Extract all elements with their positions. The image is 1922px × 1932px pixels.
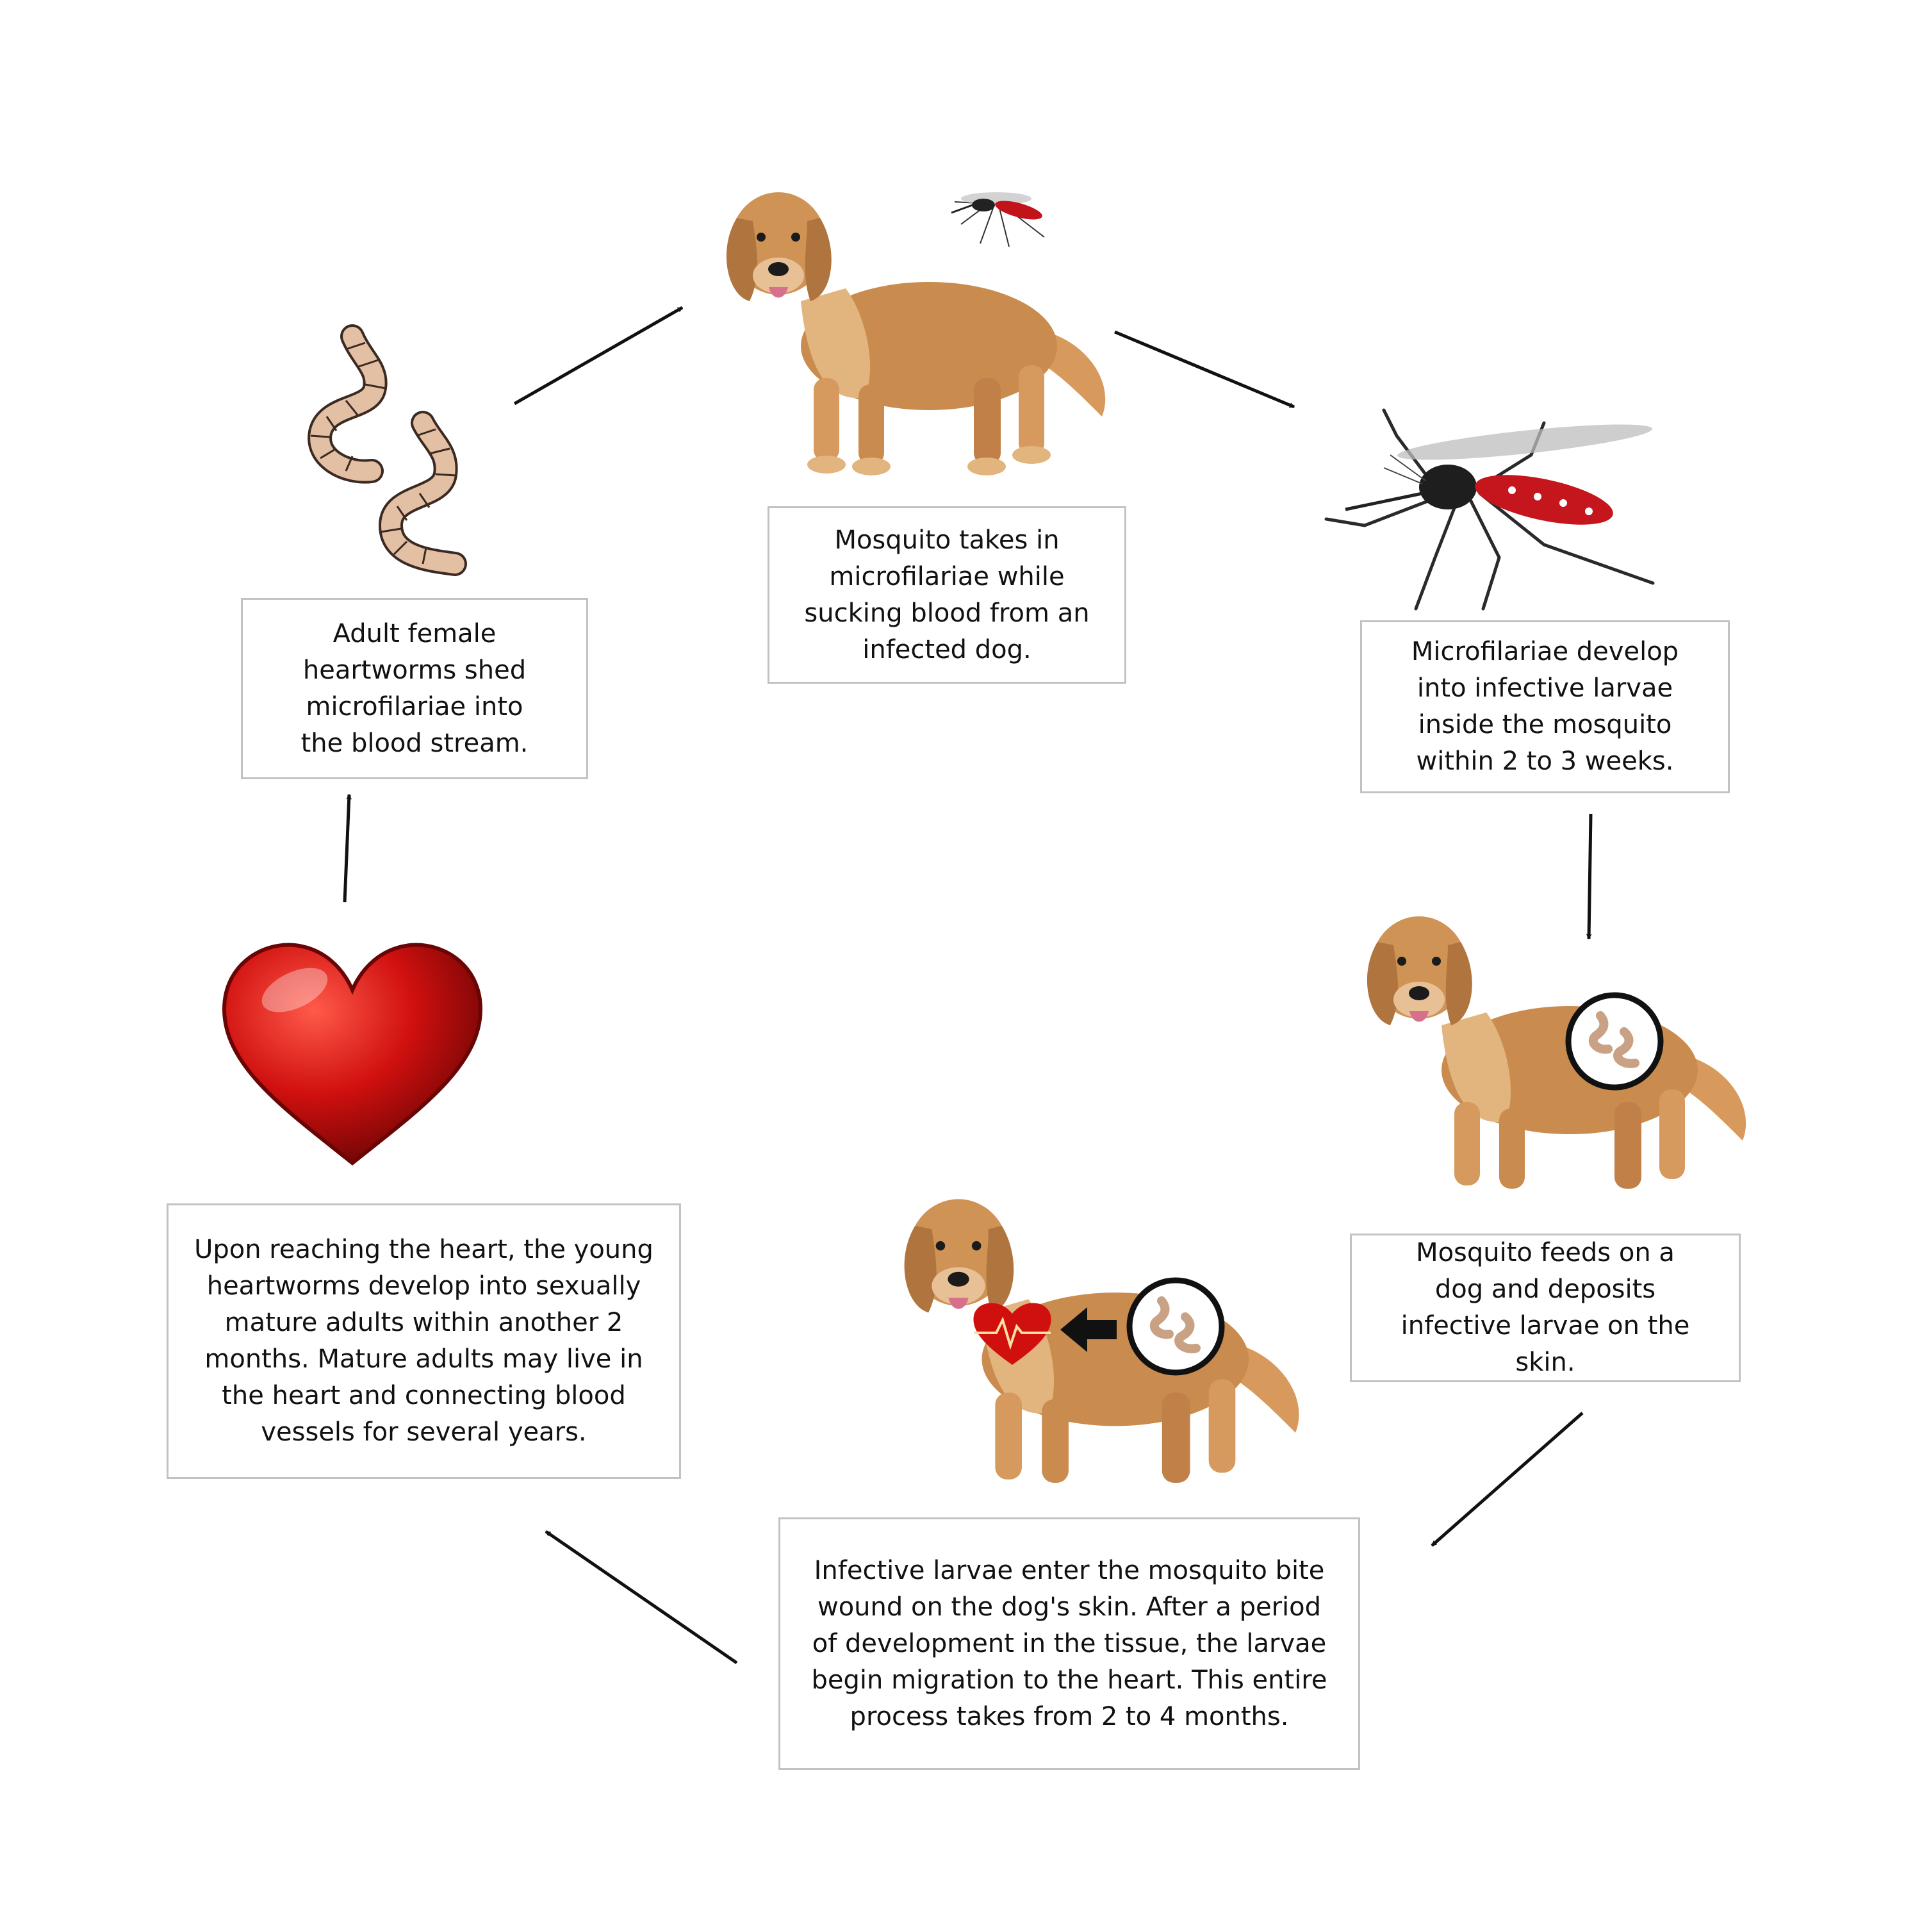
step-mosquito-develop-text: Microfilariae develop into infective lar… [1411, 637, 1679, 776]
arrow-worms-to-dog [513, 306, 684, 406]
larvae-circle-icon [1565, 992, 1664, 1091]
dog-icon [726, 192, 1106, 475]
mosquito-icon [1324, 408, 1655, 611]
mosquito-icon [951, 192, 1045, 247]
left-arrow-icon [1060, 1307, 1117, 1352]
arrow-heart-to-worms [343, 795, 349, 903]
dog-icon [1367, 916, 1746, 1189]
larvae-circle-icon [1126, 1277, 1225, 1376]
step-deposit-text: Mosquito feeds on a dog and deposits inf… [1400, 1238, 1690, 1377]
arrow-mosquito-to-dog [1589, 813, 1593, 939]
step-dog-bite-box: Mosquito takes in microfilariae while su… [768, 506, 1126, 684]
worm-icon [308, 324, 467, 576]
arrow-migration-to-heart [545, 1530, 738, 1665]
step-deposit-box: Mosquito feeds on a dog and deposits inf… [1350, 1234, 1741, 1382]
step-mosquito-develop-box: Microfilariae develop into infective lar… [1360, 620, 1730, 793]
step-dog-bite-text: Mosquito takes in microfilariae while su… [804, 525, 1090, 665]
step-shed-box: Adult female heartworms shed microfilari… [241, 598, 588, 779]
step-migration-box: Infective larvae enter the mosquito bite… [778, 1517, 1360, 1770]
heartbeat-icon [973, 1303, 1051, 1365]
arrow-dog-to-mosquito [1114, 330, 1294, 409]
step-shed-text: Adult female heartworms shed microfilari… [300, 618, 529, 758]
step-heart-mature-box: Upon reaching the heart, the young heart… [167, 1203, 681, 1479]
heart-icon [222, 943, 483, 1166]
step-heart-mature-text: Upon reaching the heart, the young heart… [194, 1235, 653, 1447]
step-migration-text: Infective larvae enter the mosquito bite… [811, 1555, 1327, 1731]
arrow-deposit-to-migration [1431, 1412, 1584, 1547]
